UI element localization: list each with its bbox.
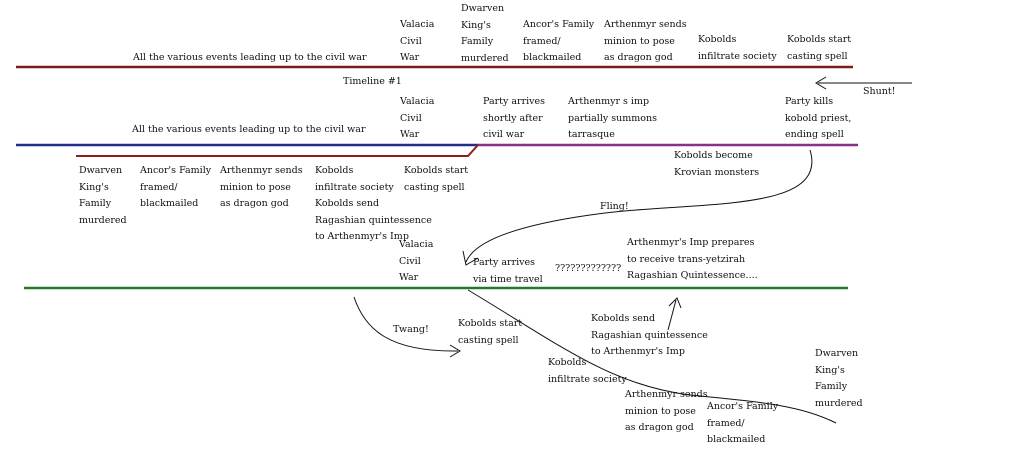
shunt-arrowhead [815, 76, 827, 90]
bottom-event-valacia-civil-war: Valacia Civil War [399, 239, 434, 283]
top-event-kobolds-infiltrate: Kobolds infiltrate society [698, 34, 777, 62]
middle-event-valacia-civil-war: Valacia Civil War [400, 96, 435, 140]
top-timeline-summary: All the various events leading up to the… [133, 52, 367, 63]
branch-event-arthenmyr-minion: Arthenmyr sends minion to pose as dragon… [220, 165, 303, 209]
top-event-arthenmyr-minion: Arthenmyr sends minion to pose as dragon… [604, 19, 687, 63]
fling-arrowhead [462, 250, 479, 266]
top-event-dwarven-king-murdered: Dwarven King's Family murdered [461, 3, 509, 64]
middle-event-party-arrives: Party arrives shortly after civil war [483, 96, 546, 140]
middle-event-party-kills-priest: Party kills kobold priest, ending spell [785, 96, 852, 140]
shunt-label: Shunt! [863, 86, 896, 97]
middle-timeline-summary: All the various events leading up to the… [132, 124, 366, 135]
twang-curve [353, 296, 459, 352]
twang-label: Twang! [393, 324, 429, 335]
bottom-event-party-time-travel: Party arrives via time travel [473, 257, 543, 285]
below-event-ancor-family-framed: Ancor's Family framed/ blackmailed [707, 401, 779, 445]
bottom-event-question-marks: ????????????? [555, 263, 622, 274]
twang-arrowhead [449, 344, 461, 358]
below-event-arthenmyr-minion: Arthenmyr sends minion to pose as dragon… [625, 389, 708, 433]
timeline-1-label: Timeline #1 [343, 76, 402, 87]
bottom-event-imp-prepares: Arthenmyr's Imp prepares to receive tran… [627, 237, 758, 281]
branch-event-ancor-family-framed: Ancor's Family framed/ blackmailed [140, 165, 212, 209]
top-event-valacia-civil-war: Valacia Civil War [400, 19, 435, 63]
up-arrowhead [668, 297, 682, 309]
branch-event-kobolds-infiltrate-send: Kobolds infiltrate society Kobolds send … [315, 165, 432, 242]
middle-event-imp-summons-tarrasque: Arthenmyr s imp partially summons tarras… [568, 96, 657, 140]
below-event-dwarven-king-murdered: Dwarven King's Family murdered [815, 348, 863, 409]
top-event-ancor-family-framed: Ancor's Family framed/ blackmailed [523, 19, 595, 63]
below-event-kobolds-infiltrate: Kobolds infiltrate society [548, 357, 627, 385]
descending-branch-curve [467, 289, 837, 424]
below-event-kobolds-cast-spell: Kobolds start casting spell [458, 318, 523, 346]
fling-label: Fling! [600, 201, 629, 212]
middle-event-kobolds-become-krovian: Kobolds become Krovian monsters [674, 150, 760, 178]
top-event-kobolds-cast-spell: Kobolds start casting spell [787, 34, 852, 62]
up-arrow [667, 299, 677, 331]
below-event-kobolds-send-quintessence: Kobolds send Ragashian quintessence to A… [591, 313, 708, 357]
branch-event-kobolds-cast-spell: Kobolds start casting spell [404, 165, 469, 193]
branch-event-dwarven-king-murdered: Dwarven King's Family murdered [79, 165, 127, 226]
timeline-branch-line [76, 144, 479, 157]
fling-curve [465, 149, 813, 263]
